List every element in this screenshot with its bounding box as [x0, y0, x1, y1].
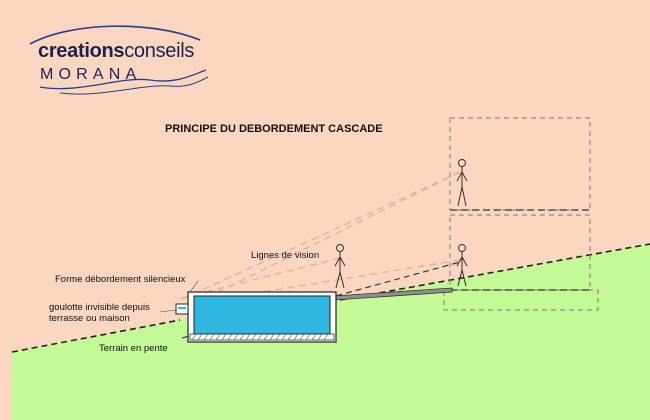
ground-edge-dashed	[11, 243, 650, 353]
logo-subtitle: MORANA	[40, 66, 142, 83]
person-upper-floor	[456, 159, 468, 207]
label-gutter-line1: goulotte invisible depuis	[49, 302, 150, 313]
overflow-gutter	[175, 303, 189, 315]
person-standing-terrace	[334, 244, 346, 289]
person-lower-floor	[456, 244, 468, 287]
label-overflow-shape: Forme débordement silencieux	[55, 274, 186, 285]
label-slope: Terrain en pente	[99, 343, 168, 354]
diagram-title: PRINCIPE DU DEBORDEMENT CASCADE	[165, 123, 383, 135]
logo-word-light: conseils	[124, 40, 195, 62]
logo-swoosh	[29, 25, 209, 95]
logo-word-bold: creations	[38, 40, 125, 62]
pool	[187, 291, 337, 343]
logo-wordmark: creationsconseils	[38, 40, 194, 63]
label-vision-lines: Lignes de vision	[251, 250, 320, 261]
label-gutter-line2: terrasse ou maison	[49, 313, 130, 324]
label-leaders	[159, 280, 199, 313]
